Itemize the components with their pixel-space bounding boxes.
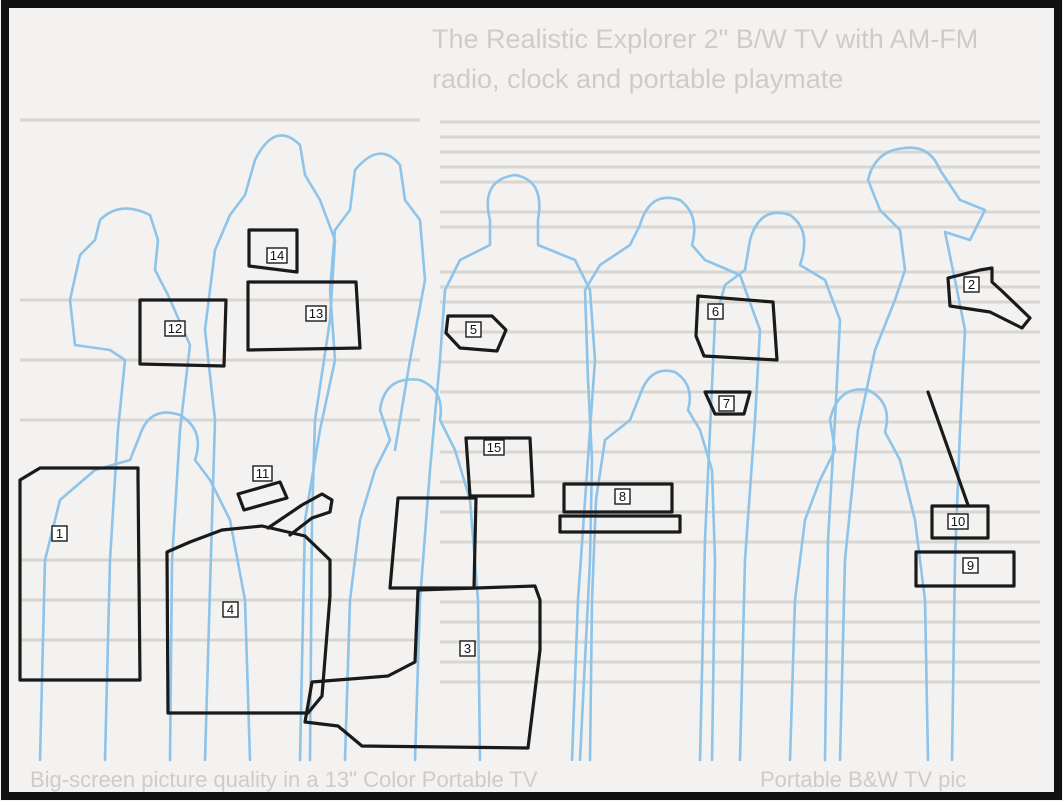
item-11-number: 11	[256, 466, 270, 481]
item-6-tag: 6	[708, 304, 723, 319]
silhouette-seated-right	[790, 389, 928, 760]
silhouette-seated-woman	[345, 379, 480, 760]
item-8-tag: 8	[615, 489, 630, 504]
item-4-tag: 4	[223, 602, 238, 617]
item-7-tag: 7	[719, 396, 734, 411]
item-11-outline	[238, 482, 287, 510]
item-2-outline	[948, 268, 1030, 328]
item-14-number: 14	[270, 248, 284, 263]
item-1-outline	[20, 468, 140, 680]
item-13-tag: 13	[306, 306, 326, 321]
silhouette-person-6	[700, 213, 840, 760]
item-13-outline	[248, 282, 360, 350]
silhouette-person-far-left	[70, 209, 190, 760]
item-8-number: 8	[619, 489, 626, 504]
silhouette-person-5	[580, 198, 760, 760]
item-13-number: 13	[309, 306, 323, 321]
item-14-tag: 14	[267, 248, 287, 263]
item-12-number: 12	[168, 321, 182, 336]
item-3-number: 3	[464, 641, 471, 656]
item-15-tag: 15	[484, 440, 504, 455]
silhouette-child-center	[590, 371, 715, 760]
item-1-number: 1	[56, 526, 63, 541]
silhouette-person-4	[415, 175, 595, 760]
bleed-through-print: The Realistic Explorer 2" B/W TV with AM…	[20, 24, 1040, 792]
bleed-headline-1: The Realistic Explorer 2" B/W TV with AM…	[432, 24, 978, 54]
silhouette-person-right-waving	[840, 148, 985, 760]
item-3-outline	[305, 586, 540, 748]
item-6-number: 6	[712, 304, 719, 319]
silhouette-seated-left	[40, 413, 250, 761]
item-1-tag: 1	[52, 526, 67, 541]
item-9-number: 9	[967, 558, 974, 573]
item-5-tag: 5	[466, 322, 481, 337]
item-7-number: 7	[723, 396, 730, 411]
item-12-tag: 12	[165, 321, 185, 336]
bleed-body-lines	[20, 120, 1040, 682]
item-15-number: 15	[487, 440, 501, 455]
bleed-footer-2: Portable B&W TV pic	[760, 767, 966, 792]
bleed-footer-1: Big-screen picture quality in a 13" Colo…	[30, 767, 538, 792]
item-4-number: 4	[227, 602, 234, 617]
bleed-headline-2: radio, clock and portable playmate	[432, 64, 843, 94]
item-10-tag: 10	[948, 514, 968, 529]
item-3-tag: 3	[460, 641, 475, 656]
item-5-number: 5	[470, 322, 477, 337]
item-9-tag: 9	[963, 558, 978, 573]
people-silhouettes	[40, 135, 985, 760]
item-10-number: 10	[951, 514, 965, 529]
item-11-tag: 11	[253, 466, 272, 481]
item-8-bottom	[560, 516, 680, 532]
item-2-tag: 2	[964, 277, 979, 292]
silhouette-person-3	[300, 154, 425, 760]
item-2-number: 2	[968, 277, 975, 292]
